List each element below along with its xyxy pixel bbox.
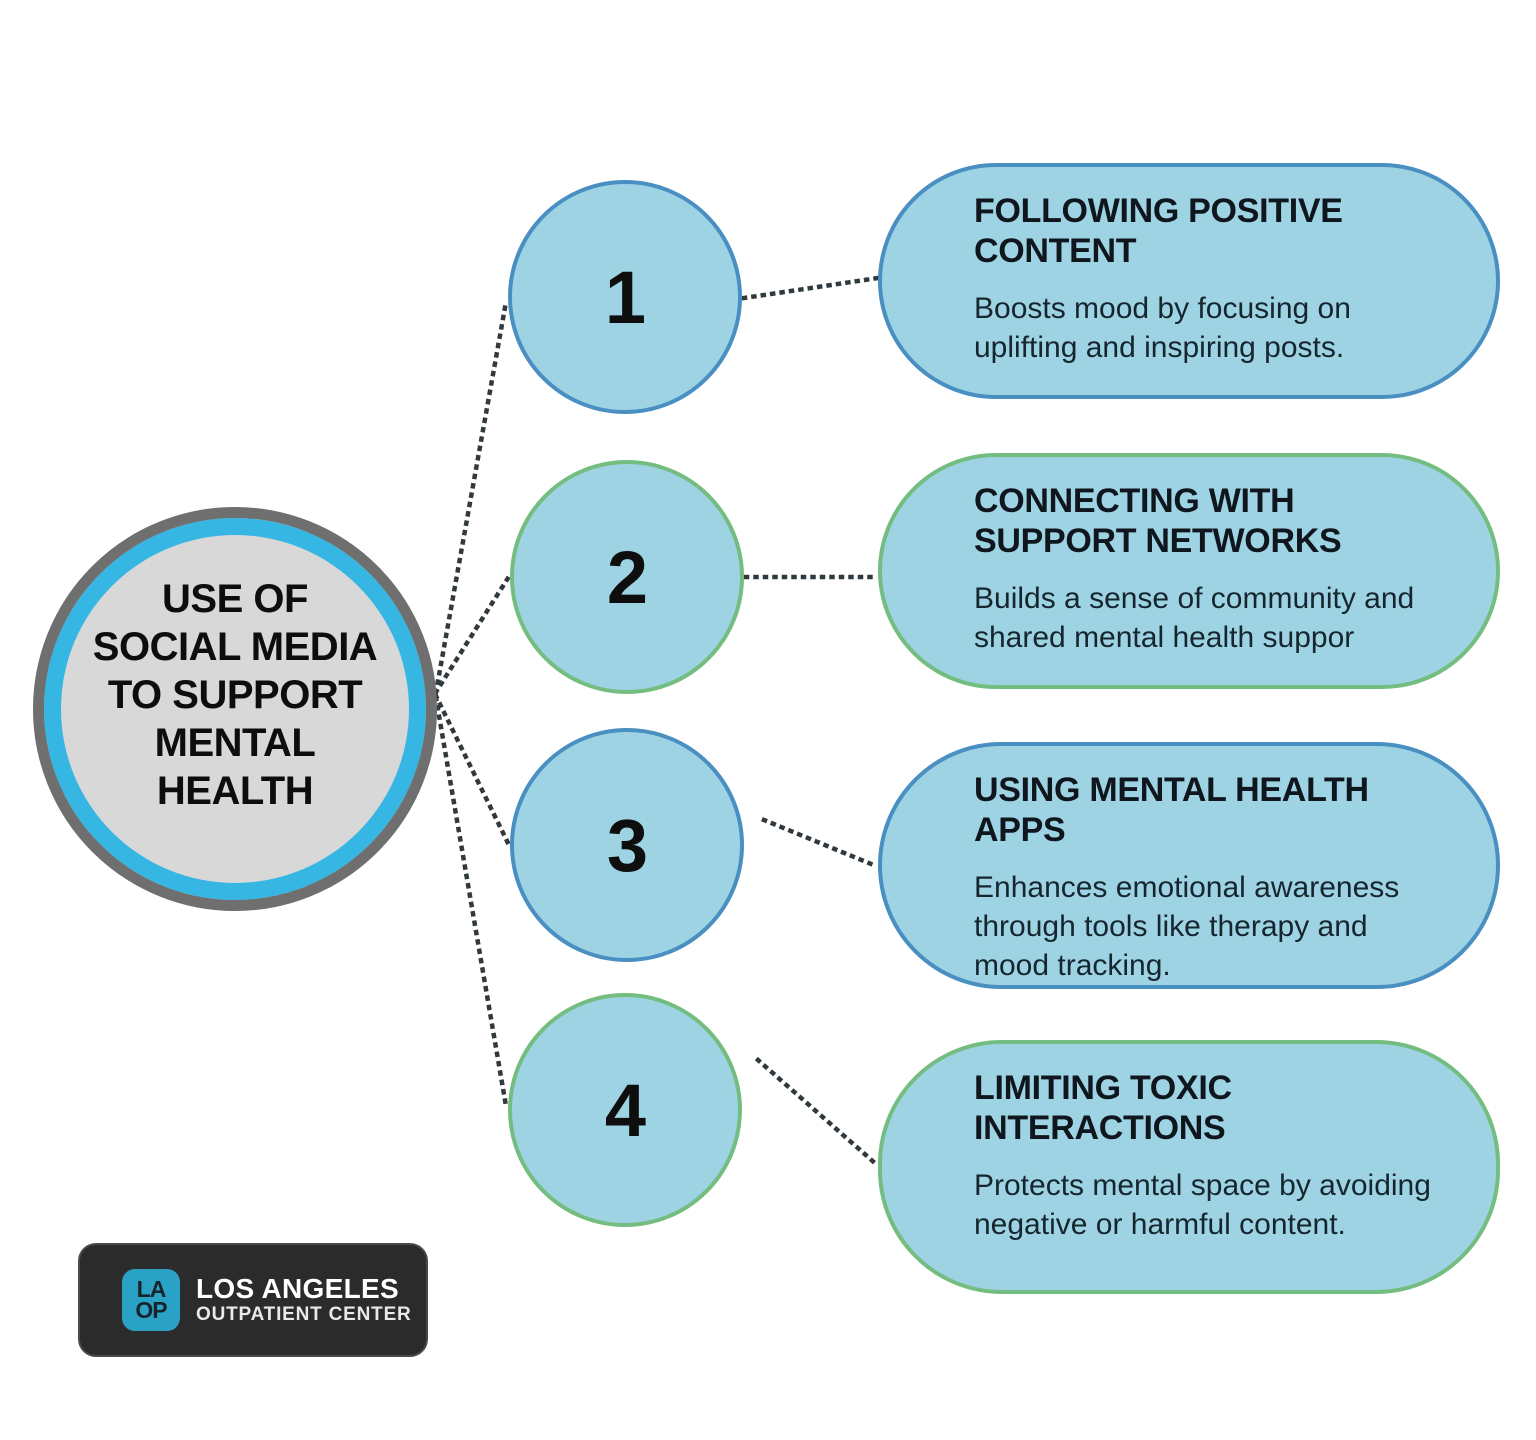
connector-hub-step1 — [433, 299, 509, 695]
connector-step4-box — [754, 1056, 880, 1168]
step-2-title: CONNECTING WITH SUPPORT NETWORKS — [974, 482, 1342, 560]
step-1-number: 1 — [604, 255, 646, 339]
step-3-description: Enhances emotional awareness through too… — [974, 871, 1400, 982]
connector-hub-step3 — [432, 692, 512, 847]
step-1-title: FOLLOWING POSITIVE CONTENT — [974, 192, 1343, 270]
step-2-circle: 2 — [510, 460, 744, 694]
laop-icon-line2: OP — [135, 1297, 167, 1323]
main-topic-title: USE OF SOCIAL MEDIA TO SUPPORT MENTAL HE… — [92, 577, 378, 813]
step-3-number: 3 — [606, 803, 648, 887]
step-2-number: 2 — [606, 535, 648, 619]
laop-logo-icon: LA OP — [122, 1269, 180, 1331]
step-4-card: LIMITING TOXIC INTERACTIONS Protects men… — [878, 1040, 1500, 1294]
step-2-description: Builds a sense of community and shared m… — [974, 582, 1415, 654]
footer-logo-subtitle: OUTPATIENT CENTER — [196, 1304, 412, 1325]
main-topic-circle: USE OF SOCIAL MEDIA TO SUPPORT MENTAL HE… — [33, 507, 437, 911]
step-1-description: Boosts mood by focusing on uplifting and… — [974, 292, 1351, 364]
step-2-card: CONNECTING WITH SUPPORT NETWORKS Builds … — [878, 453, 1500, 689]
footer-logo: LA OP LOS ANGELES OUTPATIENT CENTER — [78, 1243, 428, 1357]
step-3-circle: 3 — [510, 728, 744, 962]
step-4-title: LIMITING TOXIC INTERACTIONS — [974, 1069, 1232, 1147]
footer-logo-text: LOS ANGELES OUTPATIENT CENTER — [196, 1274, 412, 1326]
connector-step1-box — [741, 275, 881, 301]
connector-step3-box — [761, 817, 879, 869]
footer-logo-name: LOS ANGELES — [196, 1273, 399, 1304]
step-4-circle: 4 — [508, 993, 742, 1227]
step-3-title: USING MENTAL HEALTH APPS — [974, 771, 1369, 849]
step-1-circle: 1 — [508, 180, 742, 414]
step-4-number: 4 — [604, 1068, 646, 1152]
laop-icon-line1: LA — [136, 1276, 167, 1302]
step-3-card: USING MENTAL HEALTH APPS Enhances emotio… — [878, 742, 1500, 989]
connector-hub-step4 — [433, 695, 509, 1109]
connector-hub-step2 — [432, 574, 512, 696]
step-1-card: FOLLOWING POSITIVE CONTENT Boosts mood b… — [878, 163, 1500, 399]
step-4-description: Protects mental space by avoiding negati… — [974, 1169, 1431, 1241]
